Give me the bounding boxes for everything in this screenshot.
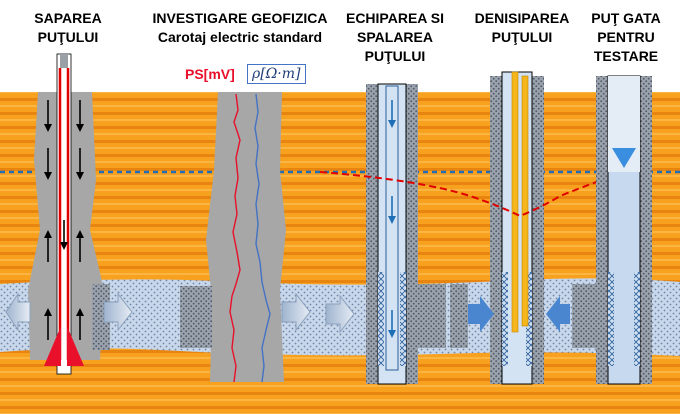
test-aquifer-gravel <box>572 284 596 348</box>
drilling-well <box>5 53 133 375</box>
dev-tube <box>521 75 529 327</box>
sediment-layer <box>0 92 680 414</box>
casing-aquifer-gravel <box>418 284 446 348</box>
dev-flow-arrow-out <box>546 296 570 332</box>
dev-flow-arrow-in <box>466 296 494 332</box>
ps-label: PS[mV] <box>185 66 235 82</box>
aquifer-gravel-left <box>92 284 110 350</box>
flow-arrow-left <box>5 292 31 332</box>
logging-well <box>180 92 311 383</box>
test-screen-left <box>608 272 614 366</box>
logging-flow-arrow <box>281 292 311 332</box>
rho-label: ρ[Ω·m] <box>247 64 306 84</box>
ps-log-curve <box>229 93 241 383</box>
title-drilling: SAPAREA PUŢULUI <box>34 10 102 45</box>
water-level-icon <box>612 148 636 168</box>
drill-bit-right <box>67 326 84 366</box>
casing-screen-right <box>400 272 406 366</box>
development-well <box>450 71 570 385</box>
drill-rod-top <box>60 54 68 68</box>
title-casing: ECHIPAREA SI SPALAREA PUŢULUI <box>345 10 444 64</box>
title-ready: PUŢ GATA PENTRU TESTARE <box>591 10 661 64</box>
dev-airline <box>511 71 519 333</box>
dev-screen-left <box>502 272 508 366</box>
rho-log-curve <box>254 93 271 383</box>
dev-aquifer-gravel <box>450 284 468 348</box>
circulation-arrows <box>44 100 84 340</box>
test-screen-right <box>634 272 640 366</box>
casing-inner-pipe <box>385 85 399 371</box>
drawdown-cone <box>319 171 621 218</box>
logging-borehole <box>206 92 286 382</box>
flow-arrow-right <box>103 292 133 332</box>
casing-well <box>325 83 446 385</box>
dev-screen-right <box>526 272 532 366</box>
logging-aquifer-left <box>180 286 212 348</box>
casing-screen-left <box>378 272 384 366</box>
title-development: DENISIPAREA PUŢULUI <box>474 10 570 45</box>
testing-well <box>572 75 652 385</box>
drill-bit-left <box>44 326 61 366</box>
title-logging: INVESTIGARE GEOFIZICA Carotaj electric s… <box>152 10 328 45</box>
casing-flow-in <box>325 294 355 334</box>
